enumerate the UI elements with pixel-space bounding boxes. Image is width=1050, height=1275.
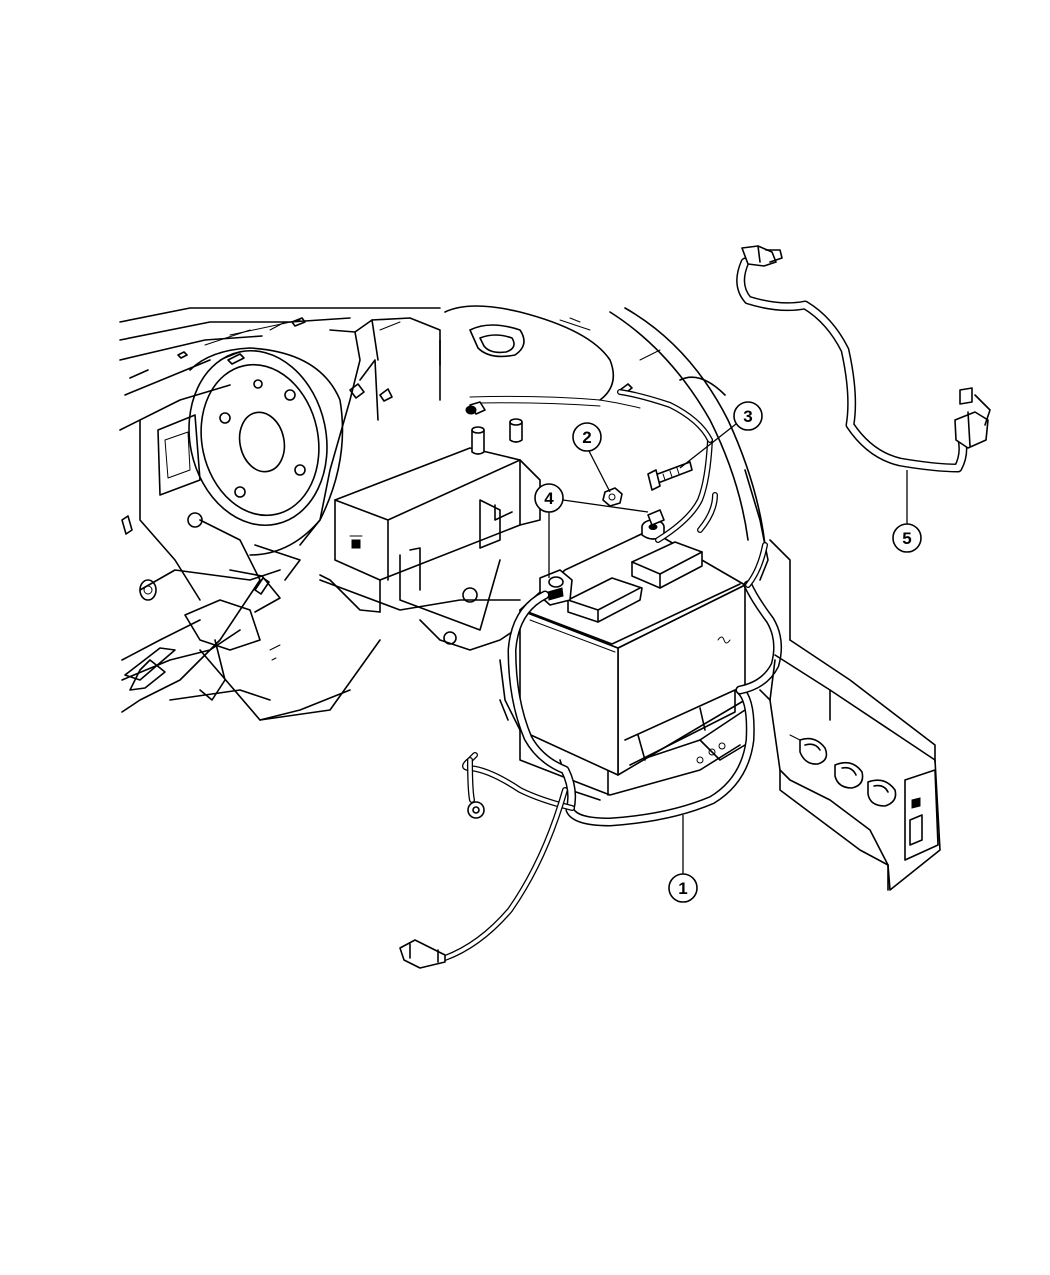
callout-5-circle bbox=[892, 523, 922, 553]
callout-labels: 1 2 3 4 5 bbox=[534, 401, 922, 903]
callout-2-leader bbox=[588, 450, 611, 493]
power-distribution-box bbox=[319, 418, 541, 651]
callout-4-circle bbox=[534, 483, 564, 513]
callout-3-label: 3 bbox=[743, 407, 752, 426]
battery bbox=[519, 519, 746, 776]
callout-4-leader-b bbox=[562, 499, 649, 513]
callout-3-circle bbox=[733, 401, 763, 431]
callout-5-label: 5 bbox=[902, 529, 911, 548]
battery-cables bbox=[399, 389, 783, 969]
callout-3-leader bbox=[679, 423, 737, 469]
vehicle-body-structure bbox=[119, 305, 791, 721]
separate-battery-cable bbox=[736, 245, 991, 473]
callout-2-circle bbox=[572, 422, 602, 452]
callout-1-circle bbox=[668, 873, 698, 903]
callout-2-label: 2 bbox=[582, 428, 591, 447]
front-frame-rail bbox=[759, 639, 941, 891]
ground-hardware bbox=[465, 401, 693, 526]
callout-1-label: 1 bbox=[678, 879, 687, 898]
callout-4-label: 4 bbox=[544, 489, 554, 508]
